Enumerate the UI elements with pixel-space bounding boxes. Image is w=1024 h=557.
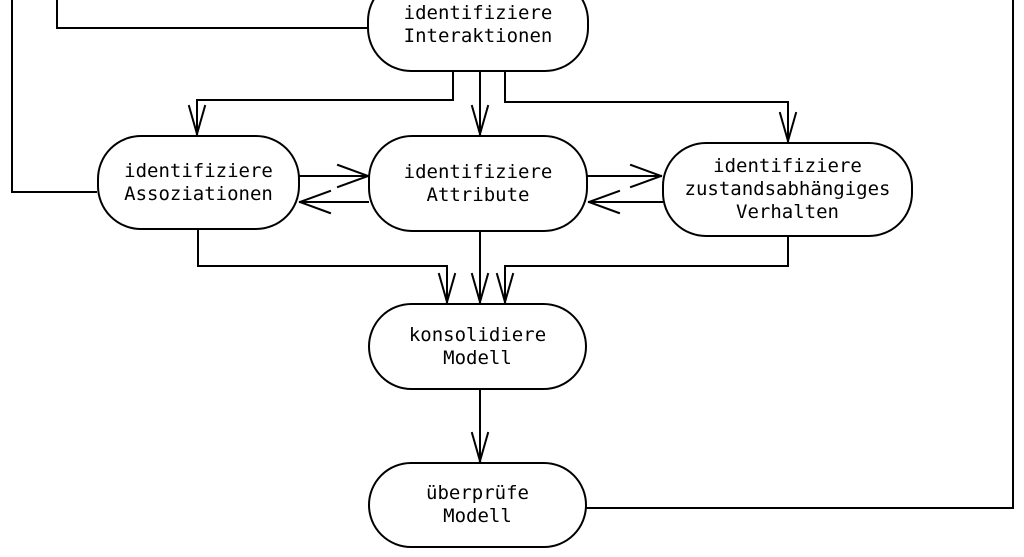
edge-attribute-to-konsolidiere <box>470 231 490 304</box>
edge-assoziationen-to-attribute <box>299 163 370 189</box>
node-label: identifiziere Interaktionen <box>403 1 553 47</box>
arrowhead-line <box>778 111 790 143</box>
arrowhead-line <box>298 200 332 215</box>
arrowhead-line <box>445 272 457 304</box>
edge-assoziationen-to-konsolidiere <box>197 229 457 304</box>
node-ueberpruefe-modell: überprüfe Modell <box>368 462 587 548</box>
arrowhead-line <box>786 111 798 143</box>
node-label: identifiziere Assoziationen <box>124 159 273 205</box>
arrowhead-line <box>478 104 490 136</box>
node-konsolidiere-modell: konsolidiere Modell <box>368 303 587 390</box>
arrowhead-line <box>195 104 207 136</box>
arrowhead-line <box>478 272 490 304</box>
edge-ueberpruefe-feedback-right <box>586 0 1014 509</box>
arrowhead-line <box>336 163 370 178</box>
node-identifiziere-zustandsabhaengiges-verhalten: identifiziere zustandsabhängiges Verhalt… <box>662 142 913 237</box>
arrowhead-line <box>470 104 482 136</box>
edge-konsolidiere-to-ueberpruefe <box>470 389 490 463</box>
arrowhead-line <box>470 431 482 463</box>
edge-feedback-left-into-assoziationen <box>11 0 97 193</box>
edge-feedback-left-into-interaktionen <box>56 0 367 29</box>
edge-attribute-to-assoziationen <box>298 189 369 215</box>
edge-attribute-to-verhalten <box>587 163 663 189</box>
edge-verhalten-to-attribute <box>587 189 663 215</box>
arrowhead-line <box>336 174 370 189</box>
edge-verhalten-to-konsolidiere <box>495 236 789 304</box>
edge-interaktionen-to-verhalten <box>504 72 798 143</box>
edge-interaktionen-to-assoziationen <box>187 72 454 136</box>
node-label: identifiziere zustandsabhängiges Verhalt… <box>684 155 891 223</box>
arrowhead-line <box>187 104 199 136</box>
node-label: identifiziere Attribute <box>403 160 553 206</box>
node-identifiziere-attribute: identifiziere Attribute <box>368 135 588 232</box>
arrowhead-line <box>298 189 332 204</box>
node-label: überprüfe Modell <box>426 482 529 527</box>
node-identifiziere-interaktionen: identifiziere Interaktionen <box>367 0 589 72</box>
arrowhead-line <box>478 431 490 463</box>
node-identifiziere-assoziationen: identifiziere Assoziationen <box>97 135 300 230</box>
arrowhead-line <box>629 163 663 178</box>
arrowhead-line <box>587 189 621 204</box>
node-label: konsolidiere Modell <box>408 323 547 369</box>
arrowhead-line <box>587 200 621 215</box>
arrowhead-line <box>470 272 482 304</box>
arrowhead-line <box>495 272 507 304</box>
arrowhead-line <box>437 272 449 304</box>
arrowhead-line <box>503 272 515 304</box>
arrowhead-line <box>629 174 663 189</box>
edge-interaktionen-to-attribute <box>470 72 490 136</box>
